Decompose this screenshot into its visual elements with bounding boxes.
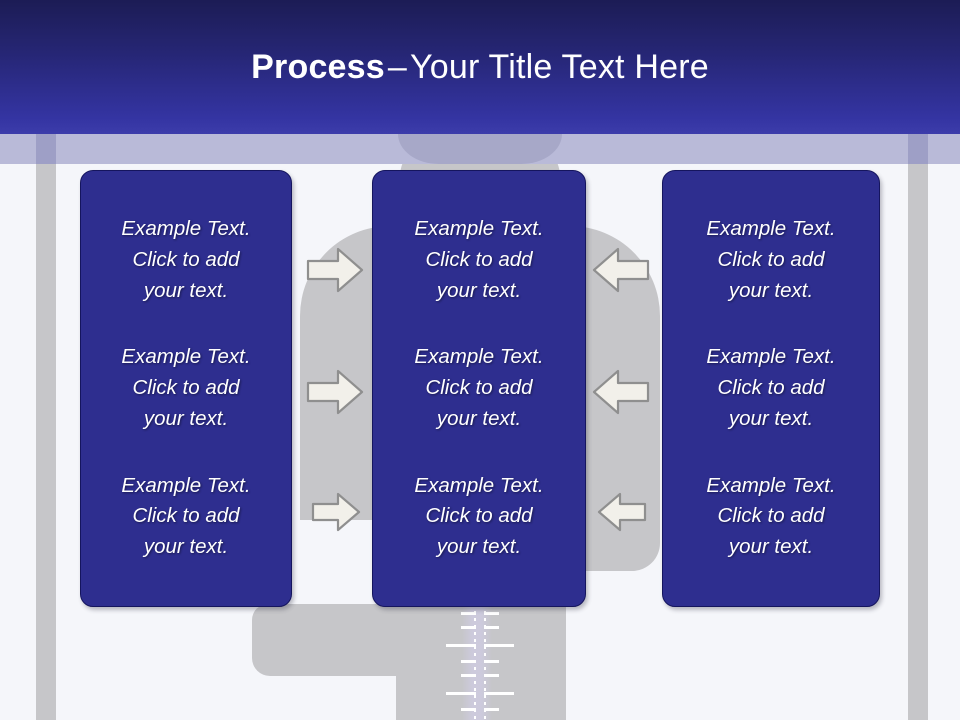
page-title: Process–Your Title Text Here xyxy=(251,48,709,87)
ruler-tick xyxy=(484,644,514,647)
process-text-c1-r1: Example Text. Click to add your text. xyxy=(121,217,251,302)
ruler-scale-left xyxy=(442,604,476,720)
ruler-tick xyxy=(461,612,476,615)
ruler-tick xyxy=(461,674,476,677)
process-text-c1-r2: Example Text. Click to add your text. xyxy=(121,345,251,430)
process-text-c3-r3: Example Text. Click to add your text. xyxy=(706,473,836,559)
ruler-tick xyxy=(461,660,476,663)
page-title-rest: Your Title Text Here xyxy=(410,47,709,86)
ruler-tick xyxy=(484,692,514,695)
process-text-c2-r3: Example Text. Click to add your text. xyxy=(414,473,544,559)
arrow-left-icon-row-2 xyxy=(592,368,650,416)
lavender-band-stripe-right xyxy=(908,134,928,164)
side-stripe-left xyxy=(36,134,56,720)
process-text-c1-r3: Example Text. Click to add your text. xyxy=(121,473,251,559)
arrow-left-icon-row-1 xyxy=(592,246,650,294)
ruler-tick xyxy=(484,660,499,663)
ruler-tick xyxy=(446,644,476,647)
lavender-band xyxy=(0,134,960,164)
process-box-column-1[interactable]: Example Text. Click to add your text. Ex… xyxy=(80,170,292,607)
ruler-tick xyxy=(484,708,499,711)
process-text-c3-r2: Example Text. Click to add your text. xyxy=(706,345,836,430)
arrow-left-icon-row-3 xyxy=(597,491,647,533)
process-text-c2-r1: Example Text. Click to add your text. xyxy=(414,217,544,302)
process-box-column-3[interactable]: Example Text. Click to add your text. Ex… xyxy=(662,170,880,607)
process-text-c2-r2: Example Text. Click to add your text. xyxy=(414,345,544,430)
ruler-tick xyxy=(484,674,499,677)
silhouette-notch-cutout xyxy=(300,520,386,590)
ruler-tick xyxy=(484,612,499,615)
side-stripe-right xyxy=(908,134,928,720)
arrow-right-icon-row-2 xyxy=(306,368,364,416)
lavender-band-stripe-left xyxy=(36,134,56,164)
arrow-right-icon-row-1 xyxy=(306,246,364,294)
ruler-tick xyxy=(461,708,476,711)
lavender-band-head-overlay xyxy=(398,134,562,164)
ruler-tick xyxy=(446,692,476,695)
arrow-right-icon-row-3 xyxy=(311,491,361,533)
ruler-scale-right xyxy=(484,604,518,720)
page-title-strong: Process xyxy=(251,47,385,86)
process-box-column-2[interactable]: Example Text. Click to add your text. Ex… xyxy=(372,170,586,607)
process-text-c3-r1: Example Text. Click to add your text. xyxy=(706,217,836,302)
slide-header: Process–Your Title Text Here xyxy=(0,0,960,134)
page-title-dash: – xyxy=(387,47,407,86)
ruler-tick xyxy=(484,626,499,629)
ruler-tick xyxy=(461,626,476,629)
